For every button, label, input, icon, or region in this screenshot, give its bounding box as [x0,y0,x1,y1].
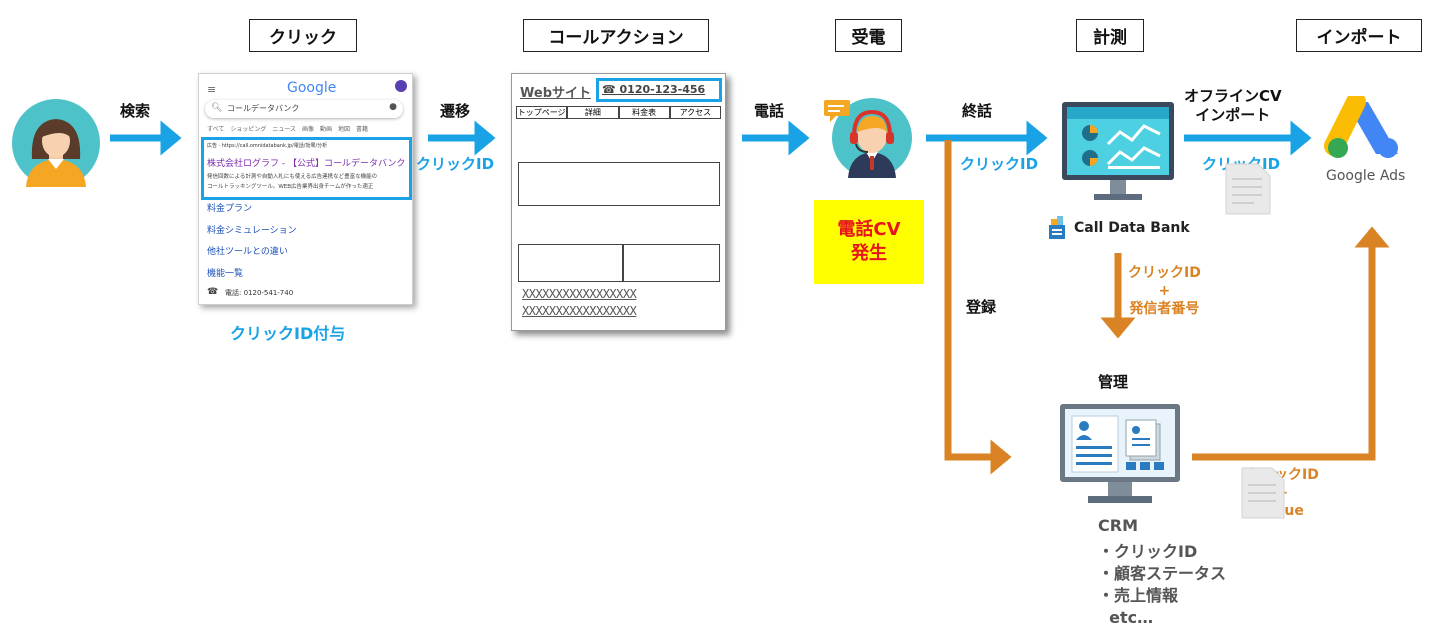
ad-description-2: コールトラッキングツール。WEB広告業界出身チームが作った適正 [207,184,374,190]
crm-title: CRM [1098,516,1138,535]
avatar-icon [395,80,407,92]
operator-headset-icon [824,98,912,178]
crm-item-customer-status: ・顧客ステータス [1098,564,1227,583]
call-data-bank-icon [1049,216,1065,239]
menu-icon: ≡ [207,83,217,96]
label-call-end: 終話 [962,102,993,120]
stage-call-action: コールアクション [523,19,709,52]
label-caller-id: クリックID + 発信者番号 [1128,264,1201,318]
label-transition: 遷移 [440,102,471,120]
google-brand: Google [287,80,337,96]
label-offline-cv: オフラインCV インポート [1184,87,1282,125]
phone-icon: ☎ [207,287,219,297]
stage-click: クリック [249,19,357,52]
google-ads-icon [1324,96,1398,158]
label-caller-id-line3: 発信者番号 [1129,301,1200,317]
sitelink-features[interactable]: 機能一覧 [207,269,244,279]
nav-access[interactable]: アクセス [669,106,721,119]
website-phone-highlight [596,78,722,102]
document-icon-2 [1241,467,1285,519]
website-phone-number[interactable]: ☎ 0120-123-456 [602,83,706,96]
dashboard-monitor-icon [1062,102,1174,200]
crm-item-sales-info: ・売上情報 [1098,586,1179,605]
label-click-id-1: クリックID [416,155,495,173]
stage-import: インポート [1296,19,1422,52]
label-manage: 管理 [1098,373,1129,391]
label-click-id-assign: クリックID付与 [230,324,346,343]
stage-receive: 受電 [835,19,902,52]
placeholder-text-1: XXXXXXXXXXXXXXXXX [522,287,637,301]
nav-top[interactable]: トップページ [516,106,568,119]
ad-phone-number[interactable]: 電話: 0120-541-740 [225,289,294,297]
user-avatar-icon [12,99,100,187]
sitelink-simulation[interactable]: 料金シミュレーション [207,226,297,236]
nav-pricing[interactable]: 料金表 [618,106,670,119]
label-caller-id-line1: クリックID [1128,265,1201,281]
search-result-mock: ≡ Google 🔍︎ コールデータバンク ● すべて ショッピング ニュース … [198,73,413,305]
search-bar[interactable]: 🔍︎ コールデータバンク ● [205,100,403,118]
ad-description-1: 発信回数による計測や自動入札にも使える広告連携など豊富な機能の [207,174,378,180]
website-nav: トップページ 詳細 料金表 アクセス [516,106,721,119]
document-icon [1225,163,1271,215]
crm-item-etc: etc… [1098,608,1154,627]
label-offline-cv-line1: オフラインCV [1184,87,1282,105]
google-ads-label: Google Ads [1326,168,1406,184]
search-text: コールデータバンク [227,104,300,113]
crm-item-click-id: ・クリックID [1098,542,1198,561]
phone-cv-line2: 発生 [851,243,887,264]
arrow-value-upload [1192,226,1390,461]
content-block-2 [518,244,624,282]
website-mock: Webサイト ☎ 0120-123-456 トップページ 詳細 料金表 アクセス… [511,73,726,331]
placeholder-text-2: XXXXXXXXXXXXXXXXX [522,304,637,318]
ad-highlight [201,137,412,200]
label-offline-cv-line2: インポート [1195,106,1271,124]
website-label: Webサイト [520,86,591,101]
call-data-bank-label: Call Data Bank [1074,220,1190,236]
content-block-3 [622,244,720,282]
ad-title-link[interactable]: 株式会社ログラフ - 【公式】コールデータバンク [207,159,406,169]
label-click-id-2: クリックID [960,155,1039,173]
search-icon: 🔍︎ [211,103,223,113]
arrow-register [944,140,1012,475]
crm-monitor-icon [1060,404,1180,503]
phone-cv-box: 電話CV 発生 [814,200,924,284]
crm-item-list: ・クリックID ・顧客ステータス ・売上情報 etc… [1098,541,1226,629]
mic-icon: ● [389,102,397,112]
sitelink-comparison[interactable]: 他社ツールとの違い [207,247,288,257]
label-search: 検索 [120,102,151,120]
search-tabs: すべて ショッピング ニュース 画像 動画 地図 書籍 [207,126,369,133]
label-caller-id-line2: + [1158,283,1171,299]
phone-cv-line1: 電話CV [837,219,901,240]
ad-url: 広告 · https://call.omnidatabank.jp/電話/効果/… [207,143,328,149]
stage-measure: 計測 [1076,19,1144,52]
label-phone-call: 電話 [754,102,785,120]
content-block-1 [518,162,720,206]
label-register: 登録 [966,298,997,316]
sitelink-pricing[interactable]: 料金プラン [207,204,253,214]
nav-detail[interactable]: 詳細 [567,106,619,119]
